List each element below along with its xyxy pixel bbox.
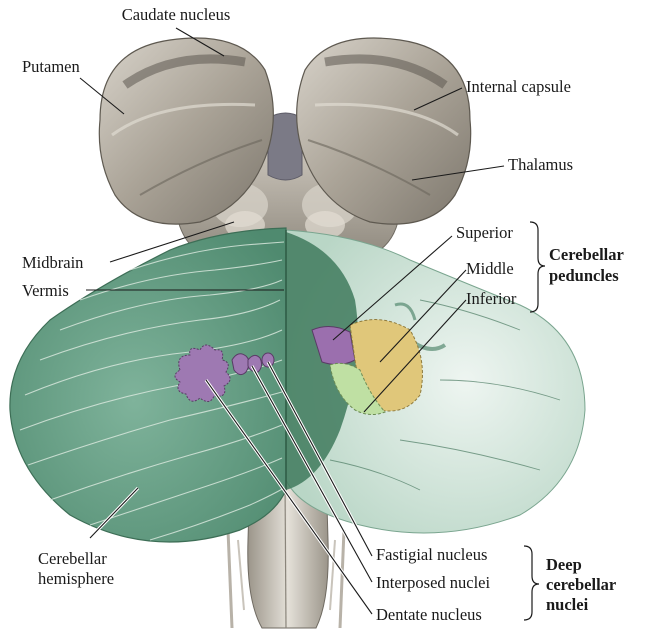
label-deep-cerebellar-nuclei-line2: cerebellar: [546, 575, 616, 594]
cerebellum-left-hemisphere: [9, 227, 287, 543]
braces: [523, 221, 546, 621]
label-cerebellar-hemisphere-line1: Cerebellar: [38, 549, 107, 568]
label-vermis: Vermis: [22, 281, 69, 300]
cerebellum-right-cutaway: [285, 229, 586, 534]
label-dentate-nucleus: Dentate nucleus: [376, 605, 482, 624]
label-middle: Middle: [466, 259, 514, 278]
label-deep-cerebellar-nuclei-line1: Deep: [546, 555, 582, 574]
label-putamen: Putamen: [22, 57, 80, 76]
label-cerebellar-hemisphere-line2: hemisphere: [38, 569, 114, 588]
label-inferior: Inferior: [466, 289, 517, 308]
fastigial-nucleus-shape: [261, 352, 275, 368]
label-fastigial-nucleus: Fastigial nucleus: [376, 545, 487, 564]
cerebellar-peduncles: [311, 319, 423, 416]
label-caudate-nucleus: Caudate nucleus: [122, 5, 231, 24]
label-deep-cerebellar-nuclei-line3: nuclei: [546, 595, 589, 614]
label-cerebellar-peduncles-line1: Cerebellar: [549, 245, 624, 264]
label-interposed-nuclei: Interposed nuclei: [376, 573, 490, 592]
label-cerebellar-peduncles-line2: peduncles: [549, 266, 619, 285]
left-hemisphere-structures: [98, 37, 274, 225]
interposed-nucleus-shape-1: [231, 353, 250, 376]
label-thalamus: Thalamus: [508, 155, 573, 174]
label-superior: Superior: [456, 223, 513, 242]
leader-lines: [79, 27, 505, 615]
labels: Caudate nucleus Putamen Internal capsule…: [22, 5, 624, 624]
label-internal-capsule: Internal capsule: [466, 77, 571, 96]
inferior-peduncle-shape: [329, 362, 386, 416]
dentate-nucleus-shape: [174, 344, 231, 402]
label-midbrain: Midbrain: [22, 253, 83, 272]
deep-cerebellar-nuclei: [174, 344, 275, 402]
